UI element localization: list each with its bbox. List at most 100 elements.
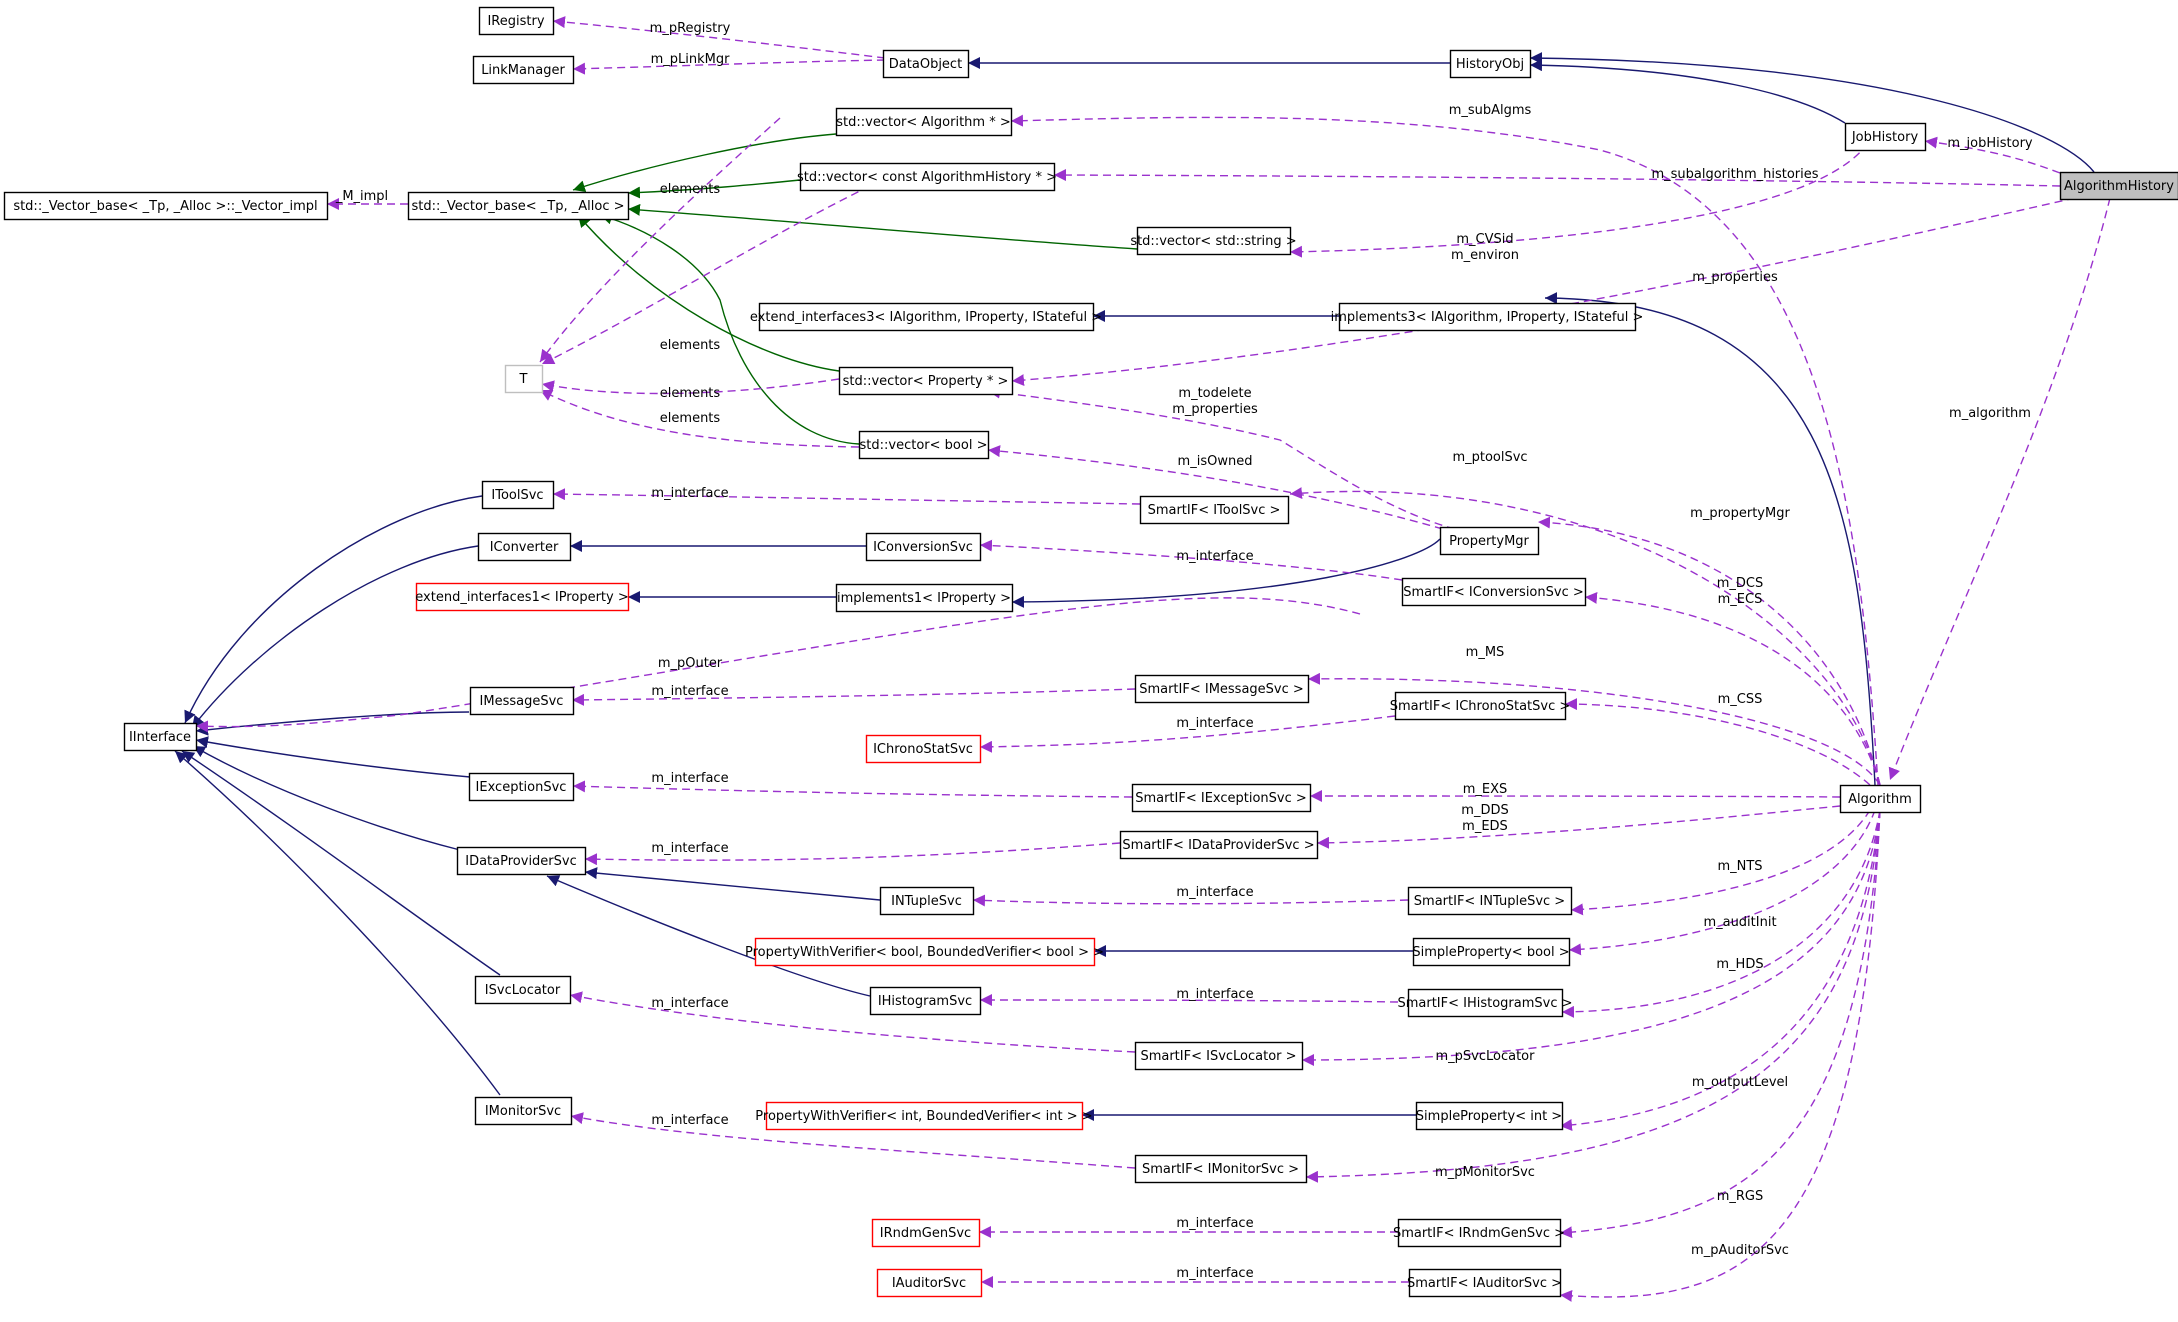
- class-node-algorithm-history[interactable]: AlgorithmHistory: [2059, 171, 2178, 201]
- class-node-sifconv-svc[interactable]: SmartIF< IConversionSvc >: [1401, 577, 1587, 607]
- class-node-sifdata-svc[interactable]: SmartIF< IDataProviderSvc >: [1119, 830, 1319, 860]
- usage-edge: [979, 715, 1396, 753]
- usage-edge: [1537, 516, 1881, 786]
- node-box: [835, 583, 1014, 613]
- class-node-sifrndm-svc[interactable]: SmartIF< IRndmGenSvc >: [1393, 1218, 1565, 1248]
- node-box: [1449, 49, 1532, 79]
- class-node-vec-string[interactable]: std::vector< std::string >: [1130, 226, 1297, 256]
- node-box: [758, 302, 1095, 332]
- class-node-sifsvc-loc[interactable]: SmartIF< ISvcLocator >: [1134, 1041, 1304, 1071]
- node-box: [1394, 691, 1567, 721]
- node-label: IToolSvc: [491, 488, 543, 503]
- node-label: SmartIF< IMonitorSvc >: [1142, 1162, 1299, 1177]
- class-node-vec-prop[interactable]: std::vector< Property * >: [838, 366, 1014, 396]
- class-node-vec-alg[interactable]: std::vector< Algorithm * >: [835, 107, 1013, 137]
- node-box: [765, 1101, 1084, 1131]
- edge-label-ms: m_MS: [1466, 645, 1505, 660]
- edge-label-iface-exc: m_interface: [651, 771, 728, 786]
- usage-edge: [569, 991, 1136, 1053]
- class-node-impl3[interactable]: implements3< IAlgorithm, IProperty, ISta…: [1331, 302, 1644, 332]
- class-node-sifmon-svc[interactable]: SmartIF< IMonitorSvc >: [1134, 1154, 1308, 1184]
- class-node-idata-provider-svc[interactable]: IDataProviderSvc: [456, 846, 587, 876]
- edge-label-dcs: m_DCS: [1717, 576, 1764, 591]
- node-box: [2059, 171, 2178, 201]
- class-node-ihistogram-svc[interactable]: IHistogramSvc: [869, 986, 982, 1016]
- class-node-ext-ifaces3[interactable]: extend_interfaces3< IAlgorithm, IPropert…: [750, 302, 1102, 332]
- class-node-pwvbool[interactable]: PropertyWithVerifier< bool, BoundedVerif…: [745, 937, 1104, 967]
- node-label: std::_Vector_base< _Tp, _Alloc >::_Vecto…: [13, 199, 317, 214]
- class-node-job-history[interactable]: JobHistory: [1844, 122, 1927, 152]
- edge-label-subalghist: m_subalgorithm_histories: [1651, 167, 1818, 182]
- class-node-intuple-svc[interactable]: INTupleSvc: [879, 886, 975, 916]
- class-node-iconverter[interactable]: IConverter: [477, 532, 572, 562]
- edge-label-elements1: elements: [660, 182, 721, 197]
- class-node-impl1[interactable]: implements1< IProperty >: [835, 583, 1014, 613]
- class-node-iregistry[interactable]: IRegistry: [478, 6, 555, 36]
- template-edge: [627, 203, 1138, 250]
- class-node-sifhist-svc[interactable]: SmartIF< IHistogramSvc >: [1397, 988, 1573, 1018]
- class-node-sifaud-svc[interactable]: SmartIF< IAuditorSvc >: [1407, 1268, 1562, 1298]
- class-node-t[interactable]: T: [504, 364, 544, 394]
- class-node-imessage-svc[interactable]: IMessageSvc: [469, 686, 575, 716]
- node-label: DataObject: [889, 57, 962, 72]
- usage-edge: [1053, 169, 2061, 187]
- class-node-link-manager[interactable]: LinkManager: [472, 55, 575, 85]
- class-node-spbool[interactable]: SimpleProperty< bool >: [1412, 937, 1571, 967]
- node-label: JobHistory: [1851, 130, 1919, 145]
- node-box: [407, 191, 630, 221]
- class-node-property-mgr[interactable]: PropertyMgr: [1439, 526, 1540, 556]
- usage-edge: [1307, 672, 1881, 786]
- class-node-spint[interactable]: SimpleProperty< int >: [1416, 1101, 1564, 1131]
- node-label: ISvcLocator: [485, 983, 561, 998]
- class-node-iinterface[interactable]: IInterface: [123, 722, 198, 752]
- edge-label-algorithm: m_algorithm: [1949, 406, 2031, 421]
- class-node-sifexc-svc[interactable]: SmartIF< IExceptionSvc >: [1131, 783, 1312, 813]
- edge-label-p-registry: m_pRegistry: [650, 21, 731, 36]
- class-node-iexception-svc[interactable]: IExceptionSvc: [468, 772, 575, 802]
- class-node-isvc-locator[interactable]: ISvcLocator: [474, 975, 572, 1005]
- class-node-data-object[interactable]: DataObject: [882, 49, 970, 79]
- node-box: [882, 49, 970, 79]
- edge-label-job-history: m_jobHistory: [1947, 136, 2033, 151]
- node-label: Algorithm: [1848, 792, 1912, 807]
- inheritance-edge: [584, 867, 881, 901]
- template-edge: [599, 212, 860, 445]
- usage-edge: [1559, 809, 1881, 1302]
- class-node-iauditor-svc[interactable]: IAuditorSvc: [876, 1268, 983, 1298]
- usage-edge: [1888, 197, 2111, 781]
- node-label: std::_Vector_base< _Tp, _Alloc >: [411, 199, 624, 214]
- node-box: [1407, 886, 1573, 916]
- class-node-vector-base-impl[interactable]: std::_Vector_base< _Tp, _Alloc >::_Vecto…: [3, 191, 329, 221]
- class-node-ichrono-stat-svc[interactable]: IChronoStatSvc: [865, 734, 982, 764]
- usage-edge: [541, 185, 871, 365]
- class-node-algorithm[interactable]: Algorithm: [1839, 784, 1922, 814]
- usage-edge: [987, 445, 1481, 541]
- class-node-itool-svc[interactable]: IToolSvc: [481, 480, 555, 510]
- class-node-sifchrono-svc[interactable]: SmartIF< IChronoStatSvc >: [1390, 691, 1571, 721]
- edge-label-hds: m_HDS: [1716, 957, 1763, 972]
- node-box: [415, 582, 630, 612]
- node-label: SmartIF< IAuditorSvc >: [1407, 1276, 1562, 1291]
- class-node-history-obj[interactable]: HistoryObj: [1449, 49, 1532, 79]
- node-box: [474, 975, 572, 1005]
- node-label: std::vector< Algorithm * >: [836, 115, 1010, 130]
- class-node-siftool-svc[interactable]: SmartIF< IToolSvc >: [1139, 495, 1290, 525]
- class-node-pwvint[interactable]: PropertyWithVerifier< int, BoundedVerifi…: [755, 1101, 1093, 1131]
- class-node-ext-ifaces1[interactable]: extend_interfaces1< IProperty >: [415, 582, 630, 612]
- class-node-vec-bool[interactable]: std::vector< bool >: [858, 430, 990, 460]
- node-label: SmartIF< IExceptionSvc >: [1135, 791, 1307, 806]
- node-box: [835, 107, 1013, 137]
- class-node-sifmsg-svc[interactable]: SmartIF< IMessageSvc >: [1134, 674, 1310, 704]
- class-node-sifntuple-svc[interactable]: SmartIF< INTupleSvc >: [1407, 886, 1573, 916]
- class-node-vec-alg-hist[interactable]: std::vector< const AlgorithmHistory * >: [797, 162, 1057, 192]
- class-node-vector-base[interactable]: std::_Vector_base< _Tp, _Alloc >: [407, 191, 630, 221]
- class-node-iconversion-svc[interactable]: IConversionSvc: [865, 532, 982, 562]
- edge-label-properties1: m_properties: [1692, 270, 1778, 285]
- class-node-irndm-gen-svc[interactable]: IRndmGenSvc: [871, 1218, 981, 1248]
- node-label: INTupleSvc: [891, 894, 962, 909]
- node-box: [1401, 577, 1587, 607]
- class-node-imonitor-svc[interactable]: IMonitorSvc: [474, 1096, 573, 1126]
- node-label: std::vector< const AlgorithmHistory * >: [797, 170, 1057, 185]
- template-edge: [627, 179, 801, 199]
